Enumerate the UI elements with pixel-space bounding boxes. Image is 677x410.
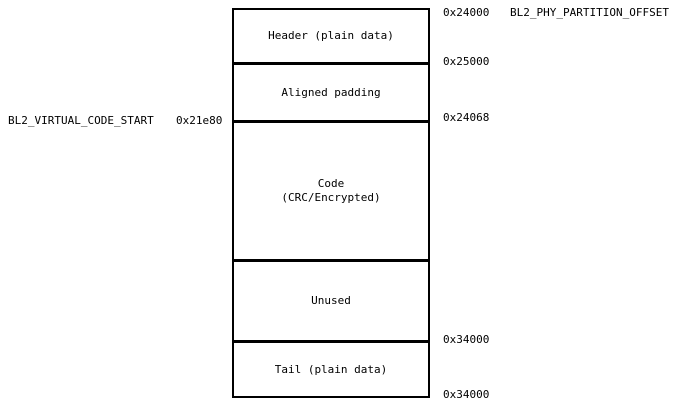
section-header-label: Header (plain data) bbox=[268, 29, 394, 42]
section-unused-label: Unused bbox=[311, 294, 351, 307]
section-header: Header (plain data) bbox=[234, 10, 428, 62]
phy-partition-offset-label: BL2_PHY_PARTITION_OFFSET bbox=[510, 6, 669, 19]
address-label-0x24000: 0x24000 bbox=[443, 6, 490, 19]
section-code-sublabel: (CRC/Encrypted) bbox=[281, 191, 381, 204]
section-code: Code (CRC/Encrypted) bbox=[234, 120, 428, 259]
section-tail-label: Tail (plain data) bbox=[274, 362, 388, 376]
virtual-code-start-label: BL2_VIRTUAL_CODE_START bbox=[8, 114, 154, 127]
address-label-0x25000: 0x25000 bbox=[443, 55, 490, 68]
section-tail: Tail (plain data) bbox=[234, 340, 428, 396]
section-unused: Unused bbox=[234, 259, 428, 340]
section-aligned-padding-label: Aligned padding bbox=[281, 85, 381, 99]
address-label-0x34000-upper: 0x34000 bbox=[443, 333, 490, 346]
address-label-0x34000-lower: 0x34000 bbox=[443, 388, 490, 401]
partition-box: Header (plain data) Aligned padding Code… bbox=[232, 8, 430, 398]
section-aligned-padding: Aligned padding bbox=[234, 62, 428, 120]
address-label-0x21e80: 0x21e80 bbox=[176, 114, 223, 127]
section-code-label: Code bbox=[317, 177, 345, 190]
address-label-0x24068: 0x24068 bbox=[443, 111, 490, 124]
